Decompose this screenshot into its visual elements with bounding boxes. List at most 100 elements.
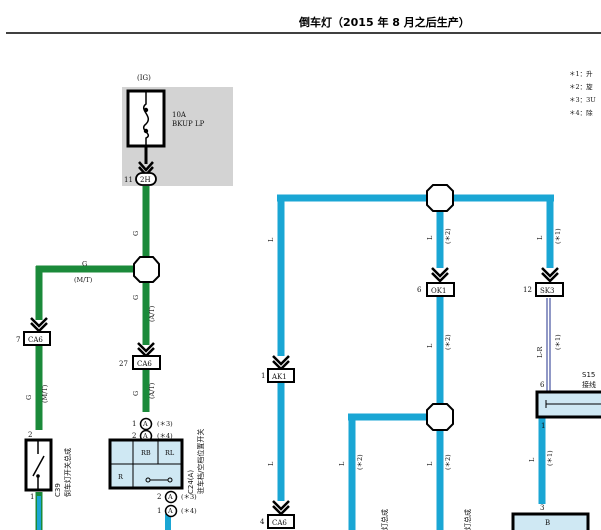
connector-arrow-icon — [272, 355, 290, 371]
pin-1-c39: 1 — [30, 493, 34, 501]
wire-label-mt: (M/T) — [74, 276, 93, 284]
splice-blue-mid — [426, 403, 454, 431]
lamp-label-left: 灯总成 — [380, 509, 389, 530]
switch-contact-icon — [32, 455, 45, 477]
connector-ca6-mid-label: CA6 — [137, 360, 152, 368]
fuse-icon — [143, 91, 149, 146]
power-pin: 11 — [124, 176, 133, 184]
connector-a-icon — [164, 490, 178, 504]
c24-name: 驻车档/空档位置开关 — [196, 429, 205, 494]
power-source-label: (IG) — [137, 74, 151, 82]
wire-mark-s1c: (＊1) — [546, 450, 554, 466]
connector-sk3 — [535, 282, 564, 297]
wire-mark-s1: (＊1) — [554, 228, 562, 244]
connector-ca6-left-label: CA6 — [28, 336, 43, 344]
connector-a-icon — [139, 417, 153, 431]
note-ref-4b: (＊4) — [181, 507, 197, 515]
pin-4-ca6: 4 — [260, 518, 265, 526]
note-3: ＊3：3U — [569, 96, 596, 104]
connector-ca6-left — [23, 331, 51, 346]
wire-label-l6: L — [338, 461, 346, 466]
page-title: 倒车灯（2015 年 8 月之后生产） — [298, 15, 470, 29]
note-ref-3: (＊3) — [157, 420, 173, 428]
connector-ok1 — [426, 282, 455, 297]
b-component-box — [511, 512, 590, 530]
connector-ok1-label: OK1 — [431, 287, 446, 295]
c39-id: C39 — [54, 483, 62, 497]
pin-7: 7 — [16, 336, 20, 344]
svg-text:A: A — [142, 432, 148, 440]
note-4: ＊4：除 — [569, 108, 593, 117]
pin-2-c39: 2 — [28, 431, 32, 439]
wire-label-g-h: G — [82, 260, 87, 268]
c24-id: C24(A) — [187, 470, 195, 494]
connector-arrow-icon — [431, 267, 449, 283]
c24-rl: RL — [165, 449, 175, 457]
fuse-name: BKUP LP — [172, 120, 205, 128]
wire-label-l4: L — [426, 343, 434, 348]
wire-mark-s2d: (＊2) — [444, 454, 452, 470]
wire-label-l8: L — [528, 457, 536, 462]
pin-3-b: 3 — [540, 504, 544, 512]
wire-label-l5: L — [267, 461, 275, 466]
pin-6-s15: 6 — [540, 381, 545, 389]
connector-a-icon — [164, 504, 178, 518]
note-1: ＊1：升 — [569, 69, 593, 78]
svg-text:A: A — [167, 493, 173, 501]
connector-sk3-label: SK3 — [540, 287, 554, 295]
wire-label-l1: L — [267, 237, 275, 242]
pin-2-c24-bot: 2 — [157, 493, 161, 501]
connector-ca6-bottom-label: CA6 — [272, 519, 287, 527]
blue-wires — [277, 194, 554, 530]
note-2: ＊2：旋 — [569, 82, 593, 91]
splice-blue-top — [426, 184, 454, 212]
connector-arrow-icon — [541, 267, 559, 283]
pin-6-ok1: 6 — [417, 286, 422, 294]
connector-ak1-label: AK1 — [271, 373, 287, 381]
wire-label-g4: G — [132, 391, 140, 396]
wire-label-g: G — [132, 231, 140, 236]
wire-label-lr: L-R — [536, 345, 544, 358]
connector-ak1 — [267, 368, 295, 383]
wire-label-l7: L — [426, 461, 434, 466]
wire-mark-s1b: (＊1) — [554, 334, 562, 350]
pin-1-s15: 1 — [541, 422, 545, 430]
wire-label-mt2: (M/T) — [41, 384, 49, 403]
wire-label-at: (A/T) — [148, 305, 156, 322]
b-label: B — [545, 519, 550, 527]
splice-green — [133, 256, 160, 283]
c39-name: 倒车灯开关总成 — [63, 448, 72, 497]
pin-27: 27 — [119, 360, 128, 368]
svg-text:A: A — [167, 507, 173, 515]
fuse-rating: 10A — [172, 111, 187, 119]
wire-label-g2: G — [132, 295, 140, 300]
wire-label-l3: L — [536, 235, 544, 240]
pin-12-sk3: 12 — [523, 286, 532, 294]
connector-arrow-icon — [272, 500, 290, 516]
c24-r: R — [118, 473, 124, 481]
note-ref-3b: (＊3) — [181, 493, 197, 501]
connector-2h-label: 2H — [140, 176, 151, 184]
s15-id: S15 — [582, 371, 595, 379]
wire-mark-s2: (＊2) — [444, 228, 452, 244]
pin-2-c24-top: 2 — [132, 432, 136, 440]
pin-1-c24-top: 1 — [132, 420, 136, 428]
svg-text:A: A — [142, 420, 148, 428]
connector-2h — [135, 172, 157, 186]
c24-switch-box: RB RL R — [108, 438, 184, 490]
wire-mark-s2b: (＊2) — [444, 334, 452, 350]
note-ref-4: (＊4) — [157, 432, 173, 440]
wire-mark-s2c: (＊2) — [356, 454, 364, 470]
wire-label-l2: L — [426, 235, 434, 240]
c24-rb: RB — [141, 449, 151, 457]
connector-ca6-mid — [132, 355, 161, 370]
pin-1-ak1: 1 — [261, 372, 265, 380]
notes-legend: ＊1：升 ＊2：旋 ＊3：3U ＊4：除 — [569, 69, 596, 117]
s15-name: 接线 — [582, 380, 596, 389]
connector-ca6-bottom — [267, 514, 295, 529]
lamp-label-right: 灯总成 — [463, 509, 472, 530]
wire-label-g3: G — [25, 395, 33, 400]
pin-1-c24-bot: 1 — [157, 507, 161, 515]
wire-label-at2: (A/T) — [148, 382, 156, 399]
